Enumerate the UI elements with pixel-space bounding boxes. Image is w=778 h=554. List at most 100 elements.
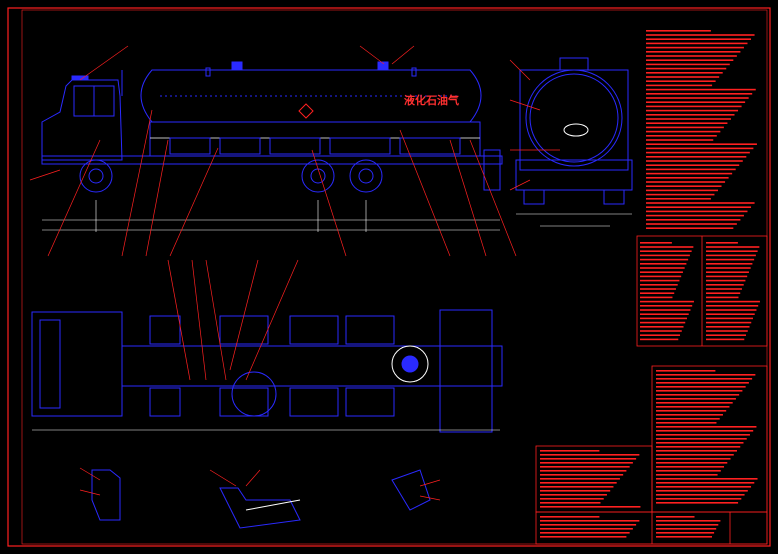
hazmat-diamond: [298, 103, 314, 119]
title-name-row: [656, 536, 712, 538]
side-view: [41, 61, 503, 232]
note-line: [646, 185, 722, 187]
param-cell-right: [706, 300, 760, 303]
note-line: [646, 189, 718, 192]
parts-row-left: [540, 498, 604, 500]
param-cell-left: [640, 246, 694, 248]
param-cell-left: [640, 279, 680, 282]
param-cell-left: [640, 305, 693, 307]
parts-row: [656, 374, 756, 376]
parts-list-rows: [540, 370, 758, 538]
title-row: [540, 524, 637, 526]
param-cell-right: [706, 242, 738, 244]
note-line: [646, 84, 713, 87]
param-cell-right: [706, 292, 741, 294]
param-cell-right: [706, 258, 755, 261]
param-cell-right: [706, 250, 758, 252]
note-line: [646, 72, 723, 74]
parts-row-left: [540, 494, 607, 496]
note-line: [646, 198, 711, 200]
note-line: [646, 55, 737, 57]
parts-row: [656, 398, 736, 400]
note-line: [646, 156, 747, 158]
parts-row-left: [540, 454, 640, 456]
note-line: [646, 30, 711, 32]
param-cell-left: [640, 275, 682, 278]
parts-row-left: [540, 462, 633, 464]
parts-row: [656, 406, 730, 408]
front-wheel: [79, 159, 113, 193]
param-cell-right: [706, 334, 747, 336]
parts-row-left: [540, 466, 630, 468]
note-line: [646, 34, 755, 36]
param-cell-left: [640, 254, 690, 257]
param-cell-left: [640, 267, 685, 269]
note-line: [646, 193, 715, 196]
param-cell-left: [640, 284, 678, 286]
parts-row: [656, 494, 745, 496]
param-cell-right: [706, 321, 752, 324]
plan-view: [31, 309, 503, 433]
param-cell-left: [640, 242, 672, 244]
parts-row: [656, 482, 755, 484]
param-cell-left: [640, 263, 687, 265]
outer-border: [7, 7, 771, 547]
note-line: [646, 143, 757, 145]
detail-leaders: [79, 467, 441, 501]
parts-row: [656, 450, 737, 452]
note-line: [646, 227, 734, 229]
note-line: [646, 109, 739, 112]
note-line: [646, 88, 756, 91]
param-cell-right: [706, 284, 744, 286]
parts-row-left: [540, 450, 600, 452]
param-cell-right: [706, 246, 760, 248]
title-name-row: [656, 532, 715, 534]
title-name-row: [656, 516, 695, 518]
parts-row-left: [540, 486, 614, 488]
param-cell-right: [706, 326, 750, 328]
parts-row-left: [540, 478, 620, 480]
param-cell-right: [706, 309, 757, 311]
title-name-row: [656, 520, 721, 522]
param-cell-left: [640, 250, 692, 252]
param-cell-right: [706, 279, 746, 282]
parameter-table-rows: [640, 242, 760, 341]
parts-row: [656, 434, 750, 436]
note-line: [646, 59, 734, 61]
note-line: [646, 67, 727, 70]
note-line: [646, 210, 748, 213]
note-line: [646, 214, 744, 217]
cab-plan: [31, 311, 123, 417]
note-line: [646, 168, 736, 171]
note-line: [646, 38, 752, 40]
parts-row: [656, 446, 741, 448]
note-line: [646, 51, 741, 53]
parts-row: [656, 422, 717, 424]
parts-row: [656, 474, 718, 476]
param-cell-left: [640, 271, 683, 273]
parts-row: [656, 442, 744, 444]
parts-row: [656, 414, 723, 416]
parts-row: [656, 502, 739, 504]
note-line: [646, 202, 755, 204]
parts-row: [656, 470, 721, 472]
rear-wheel-2: [349, 159, 383, 193]
param-cell-left: [640, 317, 687, 320]
parts-row: [656, 378, 753, 380]
technical-notes: [646, 30, 757, 229]
param-cell-left: [640, 313, 689, 315]
parts-row: [656, 458, 731, 460]
parts-row: [656, 462, 728, 464]
parts-row: [656, 438, 747, 440]
note-line: [646, 219, 741, 221]
param-cell-right: [706, 317, 753, 320]
note-line: [646, 93, 753, 95]
note-line: [646, 160, 743, 162]
note-line: [646, 151, 750, 154]
note-line: [646, 126, 724, 129]
param-cell-left: [640, 338, 679, 341]
note-line: [646, 172, 733, 175]
title-row: [540, 528, 633, 530]
